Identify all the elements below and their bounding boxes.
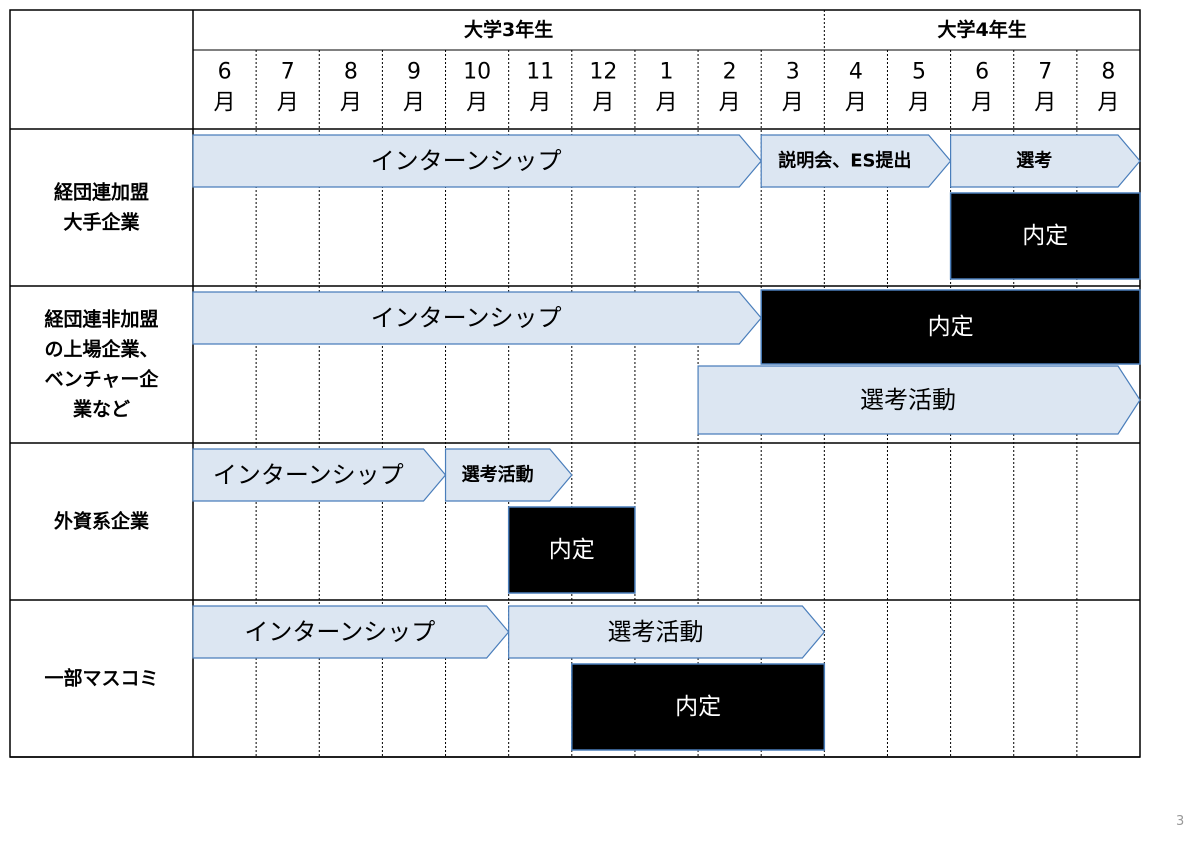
company-type-label: 一部マスコミ [44, 667, 158, 690]
year-header: 大学4年生 [938, 18, 1027, 41]
month-unit: 月 [845, 91, 867, 116]
month-number: 4 [849, 60, 863, 85]
phase-label: インターンシップ [213, 461, 404, 489]
offer-block [571, 663, 826, 751]
offer-block [760, 289, 1141, 365]
company-type-label: ベンチャー企 [45, 368, 160, 391]
month-unit: 月 [782, 91, 804, 116]
phase-label: インターンシップ [371, 304, 562, 332]
phase-arrow [192, 291, 762, 345]
month-unit: 月 [466, 91, 488, 116]
month-number: 6 [975, 60, 989, 85]
month-number: 1 [660, 60, 674, 85]
phase-arrow [192, 448, 447, 502]
phase-arrow [949, 134, 1141, 188]
month-unit: 月 [655, 91, 677, 116]
offer-block [949, 192, 1141, 280]
offer-label: 内定 [675, 694, 721, 720]
month-unit: 月 [1097, 91, 1119, 116]
company-type-label: 経団連加盟 [54, 181, 149, 204]
month-number: 6 [218, 60, 232, 85]
table-frame [9, 9, 1141, 758]
month-unit: 月 [908, 91, 930, 116]
month-number: 7 [1038, 60, 1052, 85]
page-number: 3 [1176, 814, 1185, 829]
phase-arrow [760, 134, 952, 188]
month-unit: 月 [971, 91, 993, 116]
phase-arrow [444, 448, 573, 502]
month-number: 3 [786, 60, 800, 85]
phase-label: 説明会、ES提出 [778, 150, 911, 172]
phase-arrow [508, 605, 826, 659]
month-number: 8 [344, 60, 358, 85]
company-type-label: の上場企業、 [44, 338, 158, 361]
phase-label: インターンシップ [371, 147, 562, 175]
month-unit: 月 [719, 91, 741, 116]
month-unit: 月 [403, 91, 425, 116]
company-type-label: 業など [72, 398, 130, 421]
month-unit: 月 [592, 91, 614, 116]
phase-label: インターンシップ [244, 618, 435, 646]
month-number: 2 [723, 60, 737, 85]
phase-label: 選考 [1016, 150, 1052, 172]
month-number: 5 [912, 60, 926, 85]
phase-arrow [192, 134, 762, 188]
month-number: 10 [463, 60, 491, 85]
month-number: 8 [1101, 60, 1115, 85]
month-unit: 月 [1034, 91, 1056, 116]
phase-label: 選考活動 [462, 464, 534, 486]
company-type-label: 大手企業 [63, 211, 140, 234]
labels: 大学3年生 大学4年生 6 月 7 月 8 月 9 月 10 月 11 月 12 月 1 月 2 月 3 月 4 月 5 月 6 月 7… [44, 18, 1119, 720]
month-number: 12 [589, 60, 617, 85]
year-header: 大学3年生 [464, 18, 553, 41]
offer-label: 内定 [549, 537, 595, 563]
offer-block [507, 506, 636, 594]
phase-label: 選考活動 [608, 618, 704, 646]
offer-label: 内定 [928, 314, 974, 340]
month-unit: 月 [340, 91, 362, 116]
company-type-label: 経団連非加盟 [44, 308, 158, 331]
phase-arrow [697, 365, 1141, 435]
month-number: 7 [281, 60, 295, 85]
company-type-label: 外資系企業 [54, 510, 150, 533]
bars [192, 134, 1141, 751]
month-unit: 月 [214, 91, 236, 116]
month-number: 9 [407, 60, 421, 85]
phase-arrow [192, 605, 510, 659]
offer-label: 内定 [1022, 223, 1068, 249]
month-number: 11 [526, 60, 554, 85]
month-unit: 月 [277, 91, 299, 116]
phase-label: 選考活動 [860, 386, 956, 414]
month-unit: 月 [529, 91, 551, 116]
